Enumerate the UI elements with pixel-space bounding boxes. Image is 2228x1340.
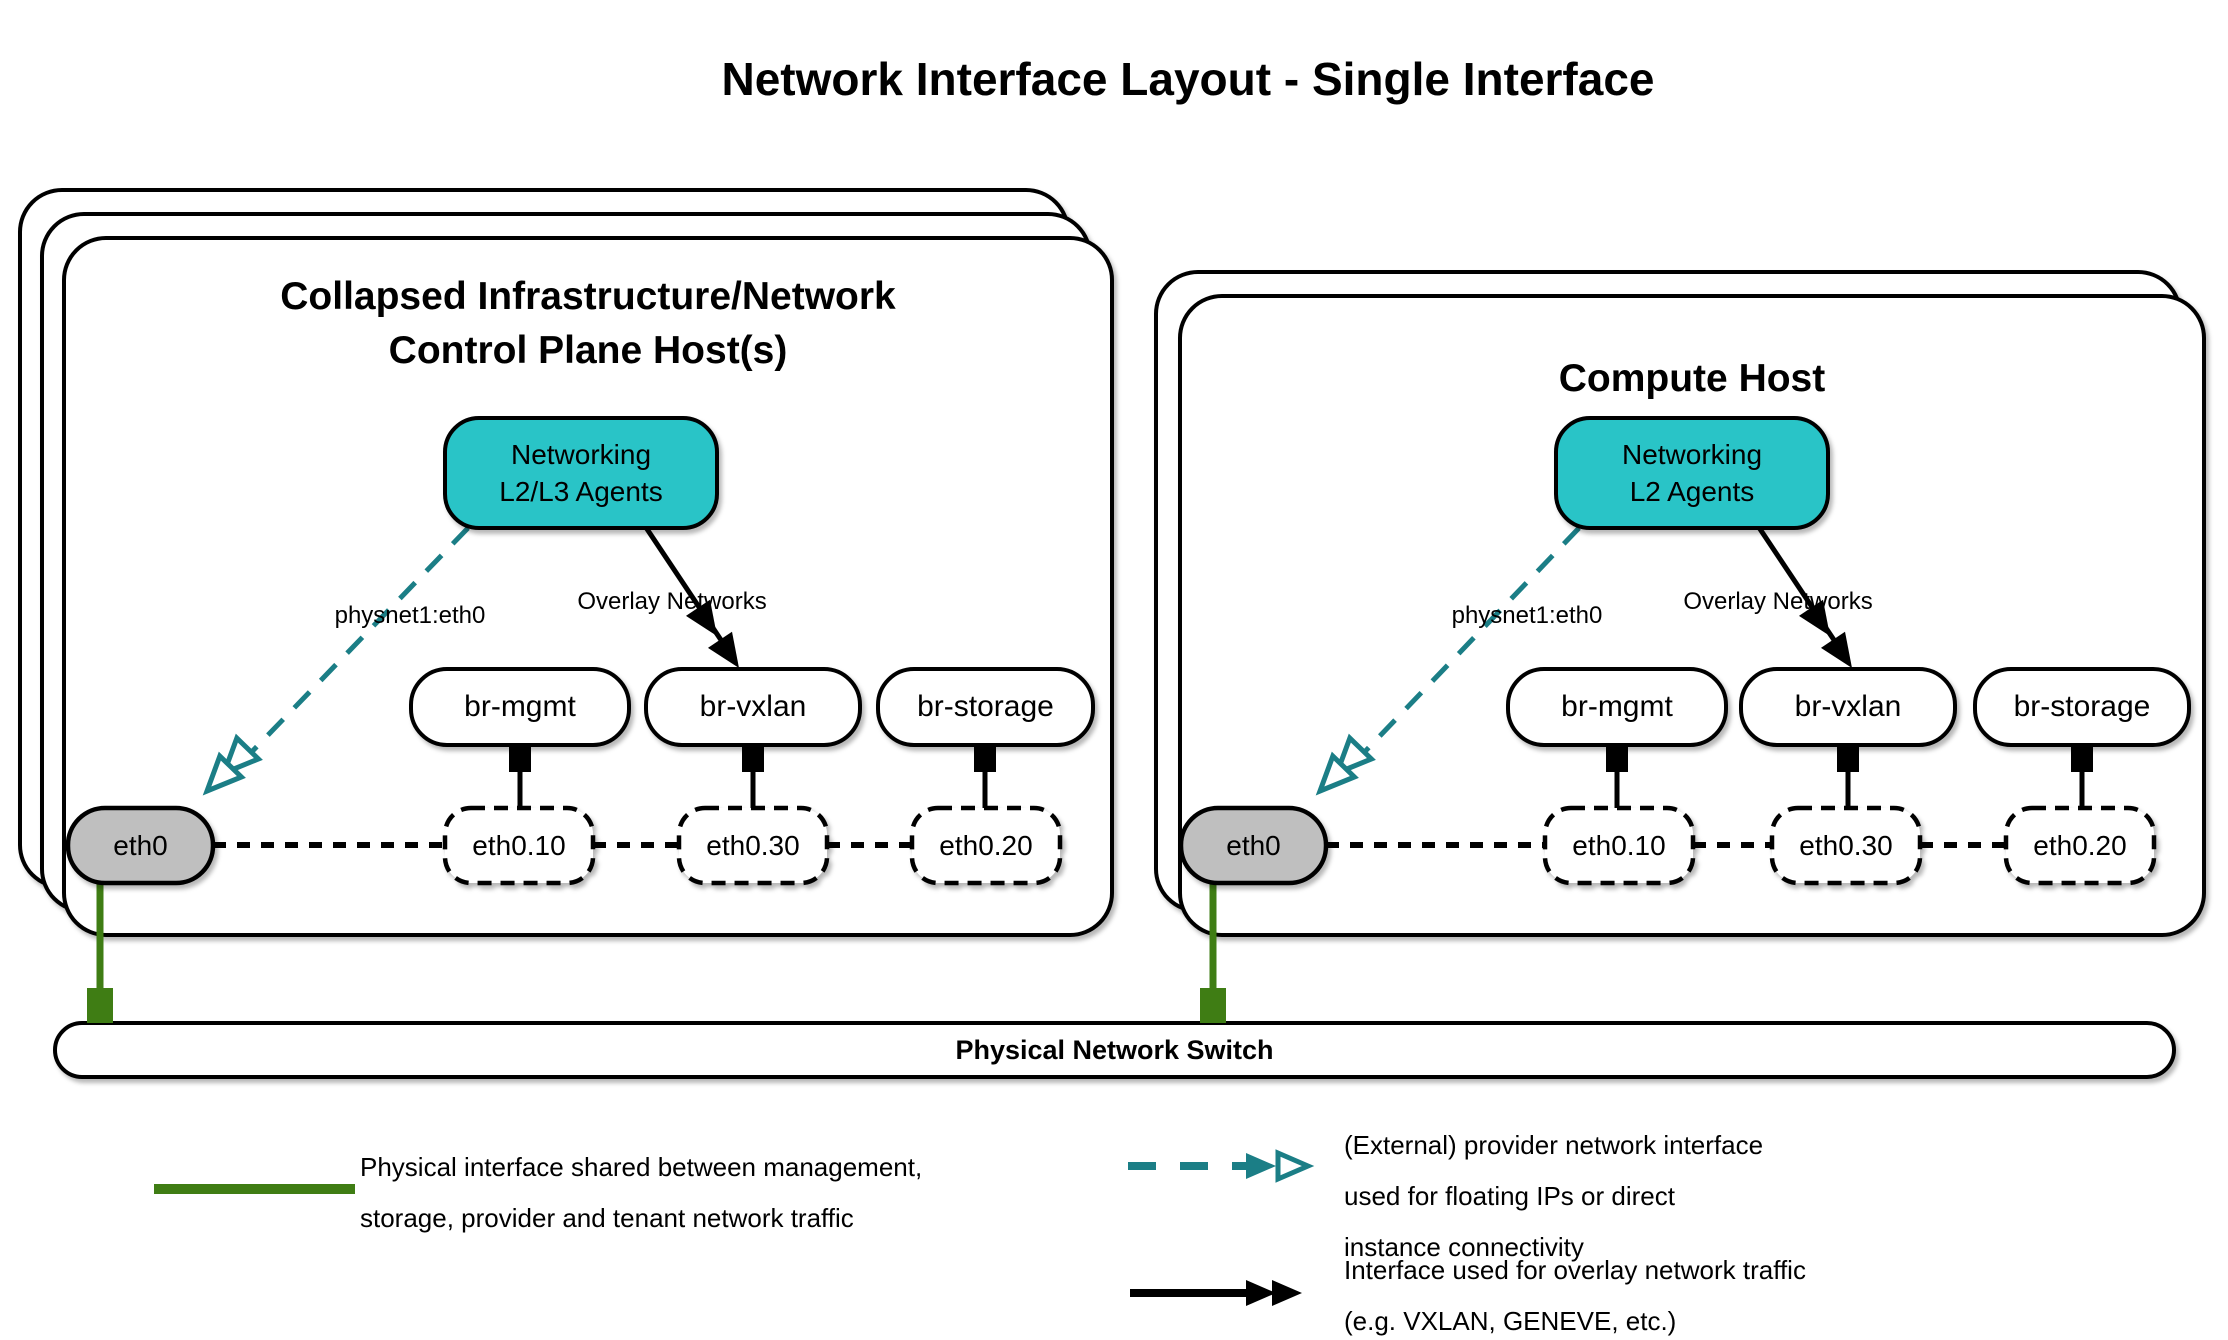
bridge-label-br-storage-right: br-storage xyxy=(2013,690,2151,723)
provider-network-arrow-left xyxy=(202,526,470,796)
bridge-box-br-storage-right xyxy=(1973,667,2191,747)
overlay-network-arrow-right xyxy=(1755,524,1852,668)
bridge-box-br-mgmt-right xyxy=(1506,667,1728,747)
legend-text-line: instance connectivity xyxy=(1344,1232,1584,1262)
bridge-label-br-mgmt-left: br-mgmt xyxy=(464,690,576,723)
eth0-box-right xyxy=(1178,805,1329,886)
bridge-box-br-vxlan-right xyxy=(1739,667,1957,747)
bridge-label-br-storage-left: br-storage xyxy=(917,690,1054,723)
bridge-connectors xyxy=(509,745,2093,808)
agent-label-line: L2 Agents xyxy=(1629,476,1755,507)
host-title-line: Compute Host xyxy=(1558,357,1826,400)
overlay-networks-label-left: Overlay Networks xyxy=(577,588,767,615)
physnet-label-right: physnet1:eth0 xyxy=(1451,602,1603,629)
physical-link-left xyxy=(87,883,113,1023)
overlay-network-arrow-left xyxy=(642,524,739,668)
physical-link-right xyxy=(1200,883,1226,1023)
legend-text-line: storage, provider and tenant network tra… xyxy=(360,1203,854,1233)
bridge-label-br-mgmt-right: br-mgmt xyxy=(1561,690,1673,723)
eth0-label-right: eth0 xyxy=(1226,829,1281,861)
vlan-label-eth0-30-right: eth0.30 xyxy=(1799,829,1893,861)
legend-physical-interface-text: Physical interface shared between manage… xyxy=(360,1142,922,1244)
vlan-label-eth0-20-right: eth0.20 xyxy=(2033,829,2127,861)
vlan-label-eth0-10-left: eth0.10 xyxy=(472,829,566,861)
agent-label-line: L2/L3 Agents xyxy=(499,476,663,507)
vlan-box-eth0-20-left xyxy=(909,805,1063,886)
physical-switch-label: Physical Network Switch xyxy=(955,1034,1274,1065)
physical-switch-box xyxy=(53,1021,2176,1079)
legend-overlay-interface-text: Interface used for overlay network traff… xyxy=(1344,1245,1806,1340)
bridge-label-br-vxlan-left: br-vxlan xyxy=(699,690,807,723)
bridge-box-br-storage-left xyxy=(876,667,1095,747)
bridge-box-br-mgmt-left xyxy=(409,667,631,747)
eth0-box-left xyxy=(65,805,216,886)
vlan-box-eth0-10-left xyxy=(442,805,596,886)
legend-text-line: used for floating IPs or direct xyxy=(1344,1181,1675,1211)
physnet-label-left: physnet1:eth0 xyxy=(334,602,486,629)
networking-agents-box-left xyxy=(443,416,719,530)
eth0-label-left: eth0 xyxy=(113,829,168,861)
agent-label-line: Networking xyxy=(1621,439,1763,470)
networking-agents-label-right: Networking L2 Agents xyxy=(1556,418,1828,528)
vlan-label-eth0-20-left: eth0.20 xyxy=(939,829,1033,861)
compute-host-box xyxy=(1178,294,2206,937)
host-title-line: Collapsed Infrastructure/Network xyxy=(280,275,896,318)
control-plane-host-title: Collapsed Infrastructure/Network Control… xyxy=(138,270,1038,378)
legend-text-line: Physical interface shared between manage… xyxy=(360,1152,923,1182)
legend-text-line: (e.g. VXLAN, GENEVE, etc.) xyxy=(1344,1306,1677,1336)
legend-black-arrow-swatch xyxy=(1130,1280,1302,1306)
bridge-label-br-vxlan-right: br-vxlan xyxy=(1794,690,1902,723)
vlan-box-eth0-30-left xyxy=(676,805,830,886)
legend-text-line: Interface used for overlay network traff… xyxy=(1344,1255,1806,1285)
page-title: Network Interface Layout - Single Interf… xyxy=(721,53,1655,105)
vlan-box-eth0-30-right xyxy=(1769,805,1923,886)
vlan-box-eth0-10-right xyxy=(1542,805,1696,886)
bridge-box-br-vxlan-left xyxy=(644,667,862,747)
vlan-box-eth0-20-right xyxy=(2003,805,2157,886)
networking-agents-box-right xyxy=(1554,416,1830,530)
networking-agents-label-left: Networking L2/L3 Agents xyxy=(445,418,717,528)
overlay-networks-label-right: Overlay Networks xyxy=(1683,588,1873,615)
legend-teal-arrow-swatch xyxy=(1128,1149,1315,1183)
compute-host-title: Compute Host xyxy=(1242,352,2142,406)
agent-label-line: Networking xyxy=(510,439,652,470)
compute-host-stack xyxy=(1154,270,2206,937)
vlan-label-eth0-30-left: eth0.30 xyxy=(706,829,800,861)
vlan-label-eth0-10-right: eth0.10 xyxy=(1572,829,1666,861)
provider-network-arrow-right xyxy=(1315,526,1581,796)
legend-provider-interface-text: (External) provider network interface us… xyxy=(1344,1120,1763,1273)
legend-text-line: (External) provider network interface xyxy=(1344,1130,1764,1160)
control-plane-host-box xyxy=(62,236,1114,937)
host-title-line: Control Plane Host(s) xyxy=(388,329,788,372)
